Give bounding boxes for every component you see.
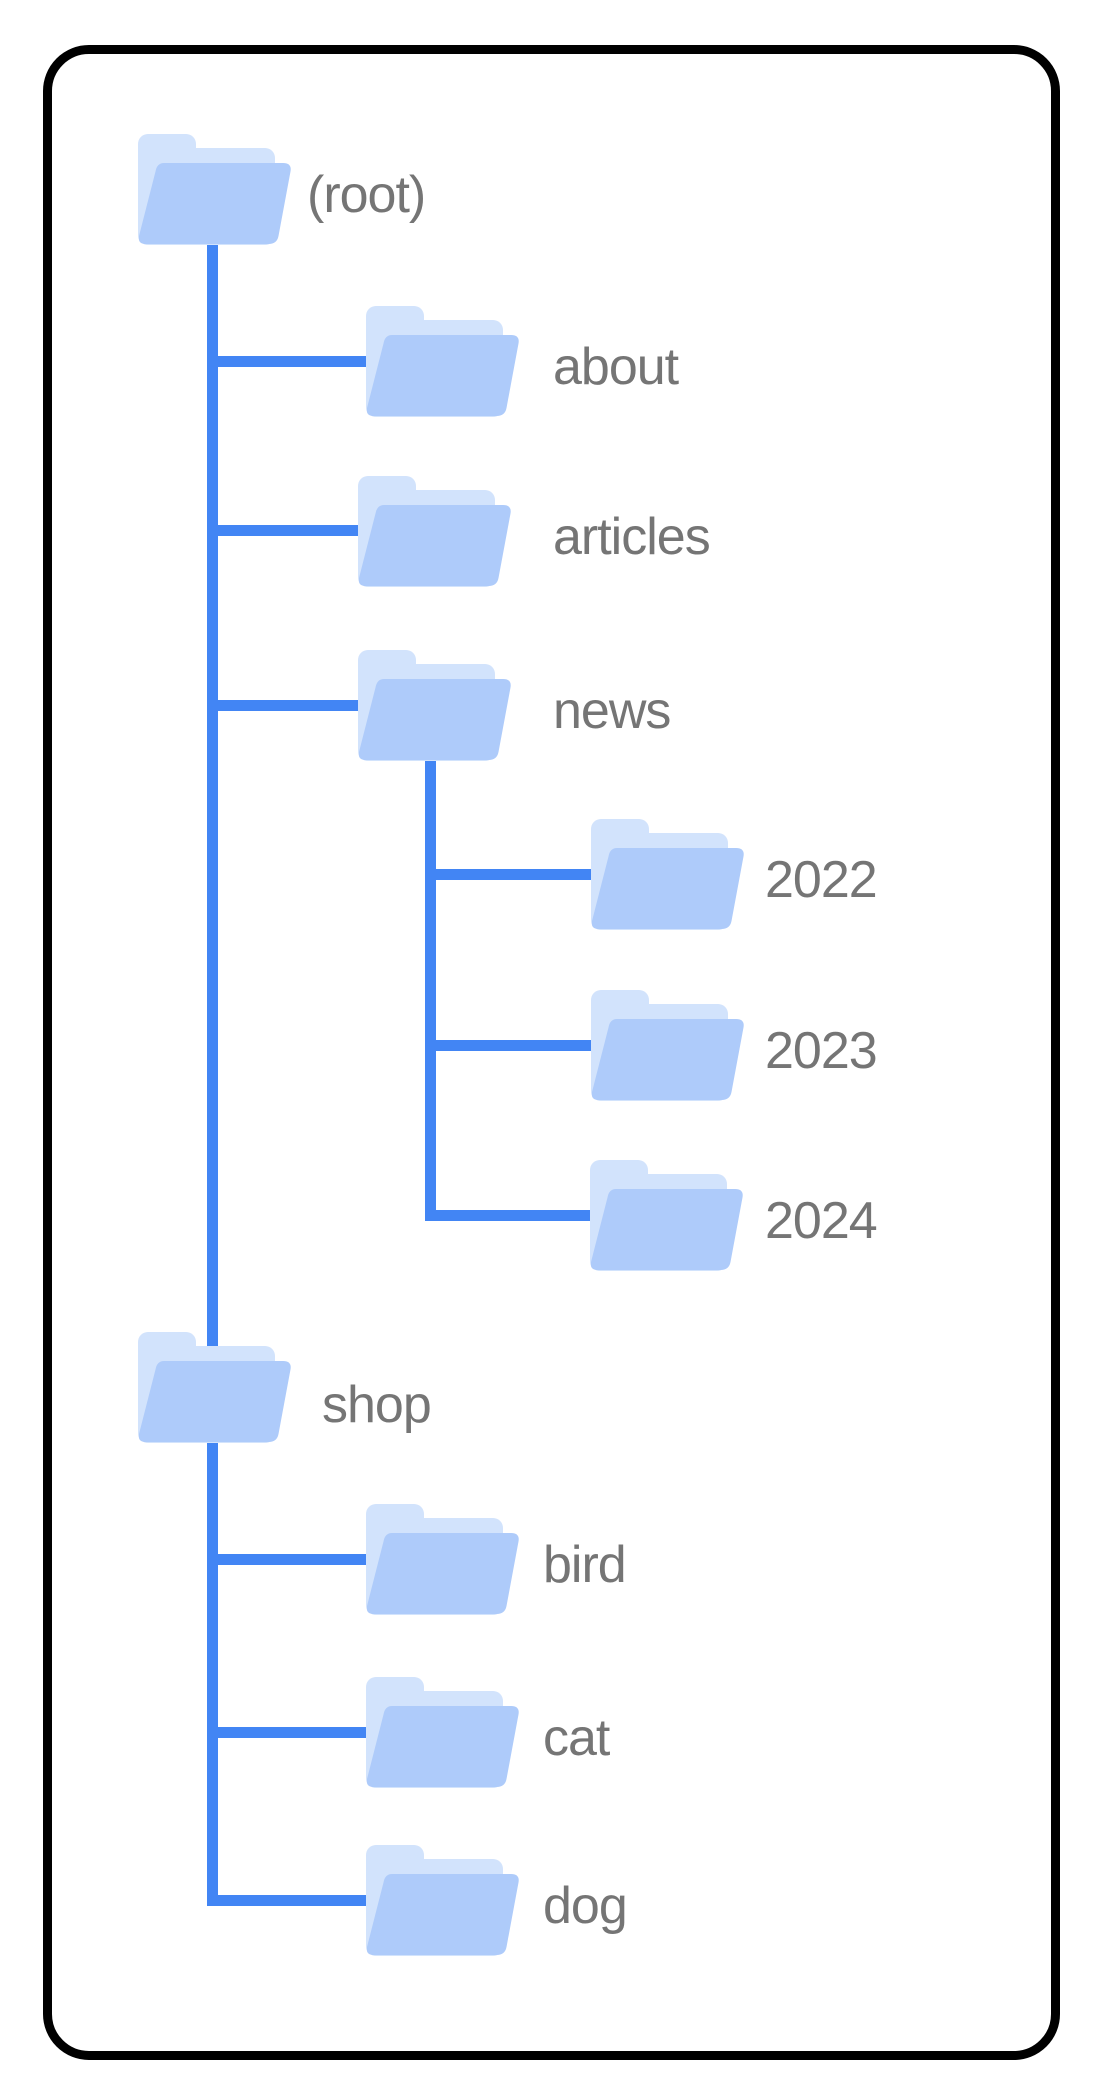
- folder-icon-2024: [590, 1160, 745, 1271]
- folder-icon-news: [358, 650, 513, 761]
- connector-branch-2023: [425, 1040, 605, 1051]
- node-label-2022: 2022: [765, 851, 878, 909]
- connector-branch-dog: [212, 1895, 380, 1906]
- node-label-cat: cat: [543, 1709, 610, 1767]
- node-label-2023: 2023: [765, 1022, 878, 1080]
- folder-icon-articles: [358, 476, 513, 587]
- connector-branch-bird: [212, 1554, 380, 1565]
- node-label-bird: bird: [543, 1536, 627, 1594]
- folder-icon-shop: [138, 1332, 293, 1443]
- folder-icon-2023: [591, 990, 746, 1101]
- connector-trunk-news: [425, 748, 436, 1221]
- connector-branch-news: [212, 700, 372, 711]
- folder-icon-dog: [366, 1845, 521, 1956]
- connector-branch-about: [212, 356, 382, 367]
- folder-icon-bird: [366, 1504, 521, 1615]
- node-label-news: news: [553, 682, 671, 740]
- folder-icon-about: [366, 306, 521, 417]
- node-label-2024: 2024: [765, 1192, 878, 1250]
- connector-branch-2022: [425, 869, 605, 880]
- connector-branch-articles: [212, 525, 372, 536]
- node-label-dog: dog: [543, 1877, 628, 1935]
- node-label-articles: articles: [553, 508, 711, 566]
- connector-branch-2024: [425, 1210, 605, 1221]
- node-label-root: (root): [307, 166, 426, 224]
- folder-icon-cat: [366, 1677, 521, 1788]
- folder-icon-2022: [591, 819, 746, 930]
- connector-branch-cat: [212, 1727, 380, 1738]
- node-label-about: about: [553, 338, 679, 396]
- folder-icon-root: [138, 134, 293, 245]
- connector-trunk-root: [207, 238, 218, 1906]
- node-label-shop: shop: [322, 1376, 432, 1434]
